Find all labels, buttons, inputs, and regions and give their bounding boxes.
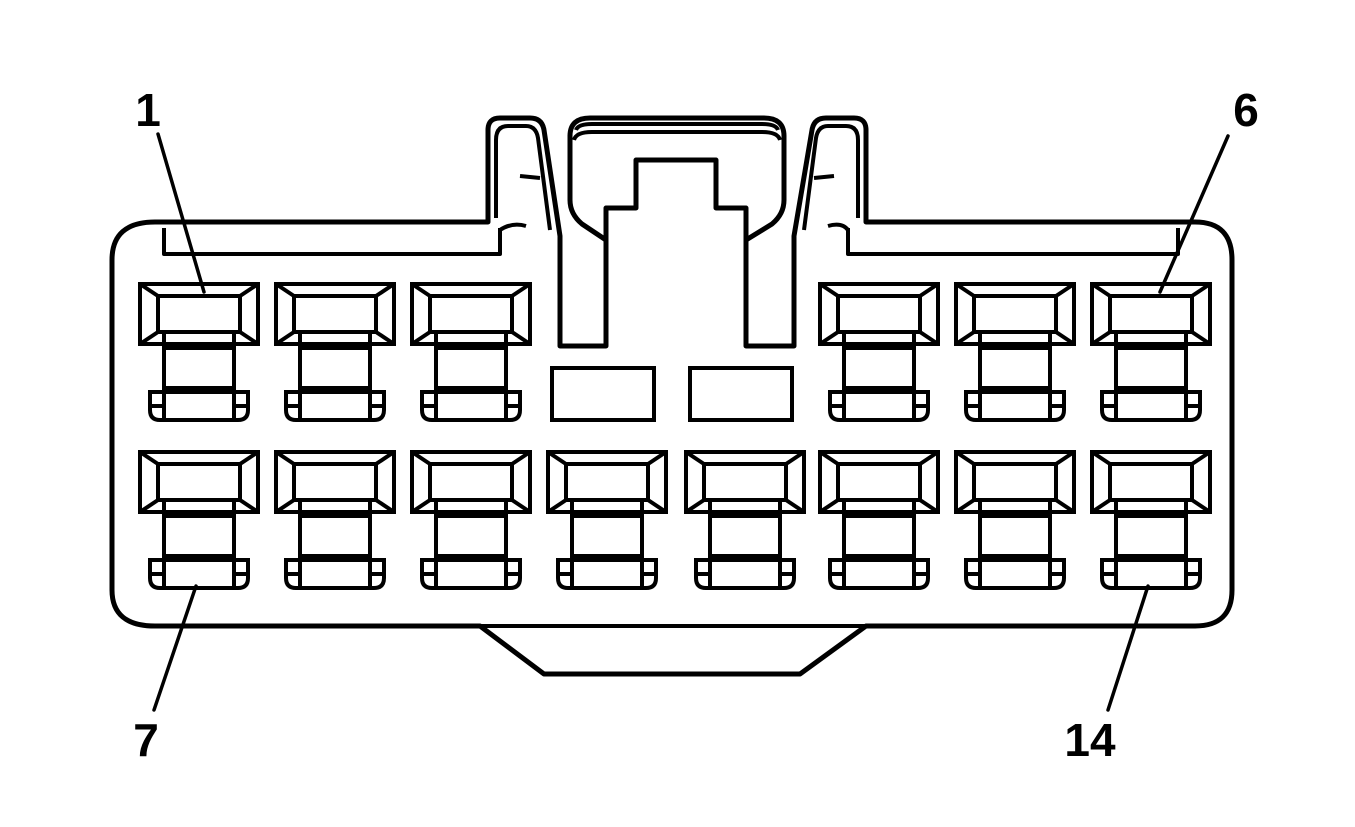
terminal-row-bottom — [138, 450, 1212, 590]
terminal-cavity — [138, 282, 260, 422]
terminal-bevel — [1090, 282, 1212, 346]
ledge-right-inner — [827, 222, 850, 232]
terminal-foot — [964, 390, 1066, 422]
housing-outline — [109, 115, 1235, 677]
terminal-socket — [546, 450, 668, 514]
terminal-foot — [1100, 558, 1202, 590]
pin-labels: 1 6 7 14 — [133, 84, 1259, 766]
terminal-stem — [978, 500, 1052, 560]
lock-tab-ridge-2 — [572, 130, 782, 141]
terminal-bevel — [818, 282, 940, 346]
terminal-stem — [162, 332, 236, 392]
terminal-socket — [410, 282, 532, 346]
terminal-bevel — [818, 450, 940, 514]
latch-arm-left-tick — [519, 174, 541, 180]
leader-pin-7 — [152, 584, 198, 712]
terminal-foot — [420, 390, 522, 422]
terminal-stem — [298, 500, 372, 560]
terminal-socket — [954, 450, 1076, 514]
terminal-socket — [274, 282, 396, 346]
terminal-cavity — [684, 450, 806, 590]
blank-cavity — [550, 366, 656, 422]
terminal-stem — [1114, 500, 1188, 560]
terminal-foot — [148, 558, 250, 590]
terminal-foot — [694, 558, 796, 590]
latch-arm-left — [494, 124, 552, 231]
terminal-foot — [828, 558, 930, 590]
blank-cavity — [688, 366, 794, 422]
terminal-socket — [818, 450, 940, 514]
label-pin-14: 14 — [1064, 714, 1116, 766]
terminal-socket — [138, 282, 260, 346]
terminal-stem — [842, 500, 916, 560]
terminal-socket — [818, 282, 940, 346]
terminal-stem — [434, 500, 508, 560]
ledge-right — [846, 228, 1180, 256]
terminal-bevel — [954, 450, 1076, 514]
terminal-bevel — [546, 450, 668, 514]
terminal-cavity — [954, 450, 1076, 590]
lock-tab-left — [567, 133, 609, 243]
terminal-socket — [410, 450, 532, 514]
latch-arm-right-tick — [813, 174, 835, 180]
terminal-bevel — [410, 450, 532, 514]
terminal-foot — [284, 390, 386, 422]
terminal-stem — [842, 332, 916, 392]
terminal-bevel — [954, 282, 1076, 346]
terminal-foot — [284, 558, 386, 590]
terminal-bevel — [274, 282, 396, 346]
terminal-bevel — [684, 450, 806, 514]
label-pin-1: 1 — [135, 84, 161, 136]
terminal-cavity — [410, 450, 532, 590]
terminal-bevel — [138, 282, 260, 346]
label-pin-6: 6 — [1233, 84, 1259, 136]
terminal-cavity — [138, 450, 260, 590]
latch-arm-right — [802, 124, 860, 231]
terminal-cavity — [546, 450, 668, 590]
terminal-socket — [954, 282, 1076, 346]
leader-pin-14 — [1106, 584, 1150, 712]
terminal-bevel — [138, 450, 260, 514]
terminal-socket — [1090, 450, 1212, 514]
terminal-cavity — [818, 450, 940, 590]
lock-tab — [567, 115, 787, 243]
terminal-stem — [708, 500, 782, 560]
terminal-foot — [420, 558, 522, 590]
terminal-foot — [1100, 390, 1202, 422]
terminal-cavity — [274, 282, 396, 422]
terminal-foot — [964, 558, 1066, 590]
terminal-stem — [570, 500, 644, 560]
terminal-foot — [148, 390, 250, 422]
terminal-foot — [556, 558, 658, 590]
terminal-cavity — [954, 282, 1076, 422]
terminal-foot — [828, 390, 930, 422]
terminal-cavity — [1090, 450, 1212, 590]
terminal-socket — [138, 450, 260, 514]
terminal-stem — [1114, 332, 1188, 392]
leader-pin-6 — [1158, 134, 1230, 294]
lock-tab-ridge-1 — [574, 122, 780, 131]
terminal-stem — [978, 332, 1052, 392]
terminal-socket — [684, 450, 806, 514]
terminal-cavity — [410, 282, 532, 422]
terminal-cavity — [818, 282, 940, 422]
leader-pin-1 — [156, 132, 206, 294]
terminal-stem — [298, 332, 372, 392]
terminal-stem — [434, 332, 508, 392]
terminal-stem — [162, 500, 236, 560]
terminal-row-top — [138, 282, 1212, 422]
ledge-left-inner — [498, 222, 527, 232]
label-pin-7: 7 — [133, 714, 159, 766]
ledge-left — [162, 228, 502, 256]
terminal-socket — [1090, 282, 1212, 346]
terminal-bevel — [1090, 450, 1212, 514]
terminal-bevel — [410, 282, 532, 346]
terminal-cavity — [274, 450, 396, 590]
connector-housing — [109, 115, 1235, 677]
terminal-socket — [274, 450, 396, 514]
terminal-cavity — [1090, 282, 1212, 422]
terminal-bevel — [274, 450, 396, 514]
